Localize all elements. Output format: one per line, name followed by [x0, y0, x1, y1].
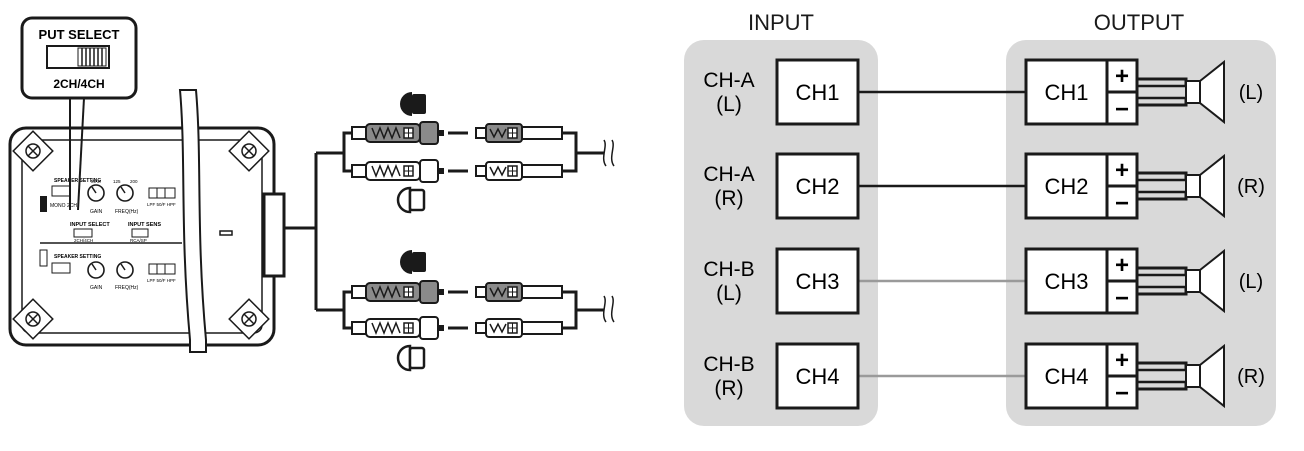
freq-value: 125: [113, 179, 121, 184]
minus-sign: −: [1115, 285, 1129, 312]
rca-jack-icon: [475, 161, 563, 181]
input-panel: [684, 40, 878, 426]
minus-sign: −: [1115, 190, 1129, 217]
channel-side: (R): [714, 187, 743, 210]
output-channel-label: CH2: [1044, 174, 1088, 199]
callout-title: PUT SELECT: [39, 27, 120, 42]
rca-plug-icon: [351, 280, 445, 304]
output-channel-box: [1024, 342, 1109, 410]
rca-plug-icon: [351, 159, 445, 183]
gain-max-label: MAX: [91, 179, 101, 184]
filter-switch[interactable]: [148, 263, 176, 275]
input-header: INPUT: [748, 10, 814, 35]
input-channel-label: CH3: [795, 269, 839, 294]
freq-label: FREQ(Hz): [115, 285, 139, 291]
input-channel-box: [775, 152, 860, 220]
minus-terminal: [1105, 90, 1139, 126]
minus-terminal: [1105, 184, 1139, 220]
plus-sign: +: [1115, 63, 1129, 90]
filter-switch[interactable]: [148, 187, 176, 199]
speaker-setting-label: SPEAKER SETTING: [54, 178, 101, 184]
cable-band: [178, 89, 207, 353]
gain-knob[interactable]: [87, 261, 105, 279]
minus-sign: −: [1115, 96, 1129, 123]
rca-plug-icon: [351, 121, 445, 145]
minus-terminal: [1105, 374, 1139, 410]
input-sens-label: INPUT SENS: [128, 222, 161, 228]
input-channel-label: CH2: [795, 174, 839, 199]
input-select-switch[interactable]: [73, 228, 93, 238]
callout-mode: 2CH/4CH: [53, 77, 104, 91]
speaker-setting-switch[interactable]: [51, 185, 71, 197]
output-channel-box: [1024, 58, 1109, 126]
channel-side: (L): [716, 93, 742, 116]
input-select-label: INPUT SELECT: [70, 222, 110, 228]
channel-side: (R): [714, 377, 743, 400]
output-panel: [1006, 40, 1276, 426]
rca-cabling: [314, 92, 615, 372]
plus-sign: +: [1115, 252, 1129, 279]
speaker-side-label: (L): [1239, 82, 1263, 104]
input-channel-label: CH4: [795, 364, 839, 389]
input-channel-label: CH1: [795, 80, 839, 105]
freq-label: FREQ(Hz): [115, 209, 139, 215]
channel-name: CH-A: [703, 69, 754, 92]
output-header: OUTPUT: [1094, 10, 1184, 35]
output-channel-box: [1024, 152, 1109, 220]
plus-sign: +: [1115, 347, 1129, 374]
channel-side: (L): [716, 282, 742, 305]
cap-icon: [396, 186, 426, 214]
input-channel-box: [775, 58, 860, 126]
rca-jack-icon: [475, 318, 563, 338]
plus-sign: +: [1115, 157, 1129, 184]
rca-input-block: [262, 192, 286, 278]
input-sens-mode: RCA/SP: [130, 238, 147, 243]
rca-jack-icon: [475, 282, 563, 302]
minus-terminal: [1105, 279, 1139, 315]
gain-label: GAIN: [90, 209, 103, 215]
output-channel-label: CH1: [1044, 80, 1088, 105]
mono-2ch-label: MONO 2CH: [50, 203, 77, 209]
input-sens-switch[interactable]: [131, 228, 149, 238]
speaker-side-label: (R): [1237, 176, 1265, 198]
amplifier-illustration: SPEAKER SETTING MONO 2CH MAX GAIN 125 20…: [8, 89, 316, 353]
input-select-mode: 2CH/4CH: [74, 238, 93, 243]
input-channel-box: [775, 342, 860, 410]
channel-name: CH-A: [703, 163, 754, 186]
speaker-setting-switch[interactable]: [51, 262, 71, 274]
freq-value: 200: [130, 179, 138, 184]
output-channel-label: CH4: [1044, 364, 1088, 389]
filter-label: LPF 50/F HPF: [147, 278, 176, 283]
channel-name: CH-B: [703, 353, 754, 376]
input-select-callout: PUT SELECT 2CH/4CH: [20, 16, 138, 211]
input-channel-box: [775, 247, 860, 315]
rca-jack-icon: [475, 123, 563, 143]
freq-knob[interactable]: [116, 261, 134, 279]
minus-sign: −: [1115, 380, 1129, 407]
rca-plug-icon: [351, 316, 445, 340]
output-channel-label: CH3: [1044, 269, 1088, 294]
speaker-side-label: (R): [1237, 366, 1265, 388]
cap-icon: [400, 250, 426, 274]
channel-name: CH-B: [703, 258, 754, 281]
speaker-setting-label: SPEAKER SETTING: [54, 254, 101, 260]
gain-knob[interactable]: [87, 184, 105, 202]
gain-label: GAIN: [90, 285, 103, 291]
freq-knob[interactable]: [116, 184, 134, 202]
cap-icon: [400, 92, 426, 116]
cap-icon: [396, 344, 426, 372]
filter-label: LPF 50/F HPF: [147, 202, 176, 207]
speaker-side-label: (L): [1239, 271, 1263, 293]
